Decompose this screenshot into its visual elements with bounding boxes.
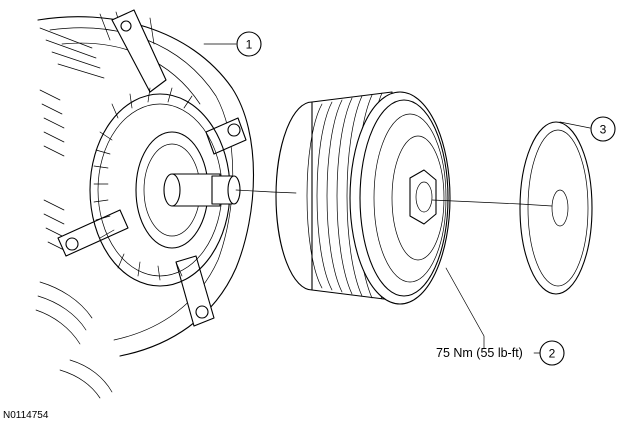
pulley-illustration <box>271 91 521 305</box>
callout-1-number: 1 <box>246 38 253 52</box>
callout-3-number: 3 <box>600 123 607 137</box>
pulley-nut-shape <box>409 169 437 225</box>
figure-id-label: N0114754 <box>3 410 49 421</box>
callout-2: 75 Nm (55 lb-ft) 2 <box>436 340 565 366</box>
torque-spec-label: 75 Nm (55 lb-ft) <box>436 346 523 360</box>
callout-2-number: 2 <box>549 347 556 361</box>
callout-1: 1 <box>236 31 262 57</box>
alternator-illustration <box>35 9 273 399</box>
pulley-cap-illustration <box>519 121 593 295</box>
leader-lines <box>203 43 591 349</box>
callout-3: 3 <box>590 116 616 142</box>
